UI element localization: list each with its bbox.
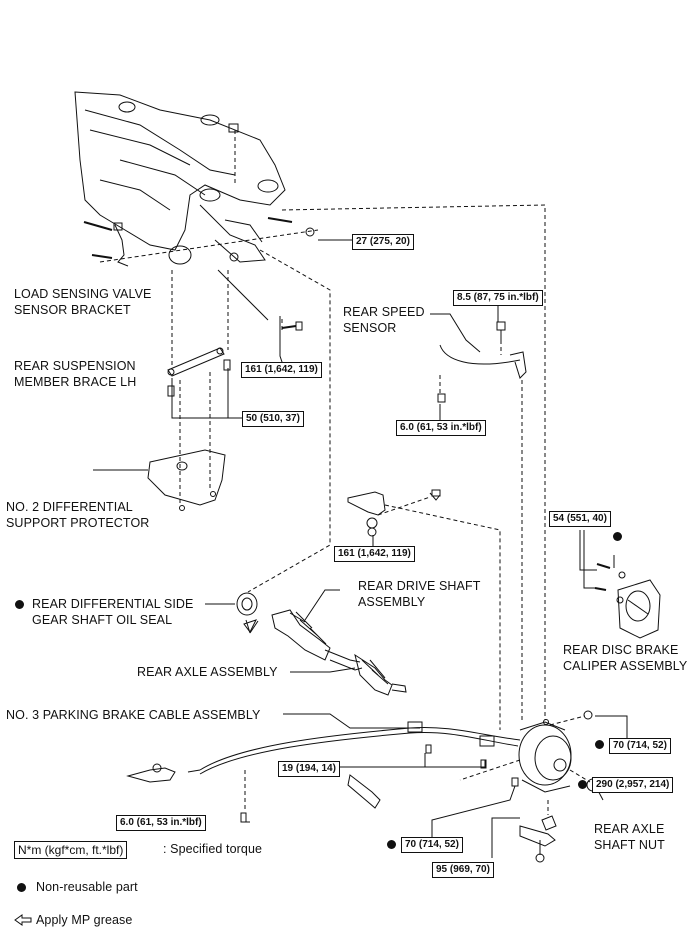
torque-161-upper: 161 (1,642, 119) (241, 362, 322, 378)
grease-arrow-icon (245, 619, 259, 634)
member-brace-drawing (167, 347, 231, 397)
torque-290: 290 (2,957, 214) (592, 777, 674, 793)
torque-70-upper: 70 (714, 52) (609, 738, 671, 754)
legend-torque-box: N*m (kgf*cm, ft.*lbf) (14, 841, 128, 859)
nonreusable-dot-icon (613, 532, 622, 541)
torque-6-0-cable: 6.0 (61, 53 in.*lbf) (116, 815, 206, 831)
legend-grease-text: Apply MP grease (36, 913, 133, 927)
oil-seal-drawing (236, 592, 258, 633)
torque-95: 95 (969, 70) (432, 862, 494, 878)
legend-nonreusable-text: Non-reusable part (36, 880, 138, 894)
legend-grease-icon (14, 914, 32, 926)
suspension-member-drawing (74, 91, 286, 265)
torque-54: 54 (551, 40) (549, 511, 611, 527)
brake-caliper-drawing (594, 563, 661, 639)
label-diff-protector: NO. 2 DIFFERENTIAL SUPPORT PROTECTOR (6, 500, 150, 530)
label-parking-cable: NO. 3 PARKING BRAKE CABLE ASSEMBLY (6, 708, 261, 722)
nonreusable-dot-icon (578, 780, 587, 789)
label-drive-shaft: REAR DRIVE SHAFT ASSEMBLY (358, 579, 481, 609)
nonreusable-dot-icon (15, 600, 24, 609)
label-axle-nut: REAR AXLE SHAFT NUT (594, 822, 665, 852)
torque-8-5: 8.5 (87, 75 in.*lbf) (453, 290, 543, 306)
speed-sensor-drawing (437, 321, 527, 403)
torque-19: 19 (194, 14) (278, 761, 340, 777)
label-brake-caliper: REAR DISC BRAKE CALIPER ASSEMBLY (563, 643, 688, 673)
label-member-brace: REAR SUSPENSION MEMBER BRACE LH (14, 359, 137, 389)
label-load-sensing: LOAD SENSING VALVE SENSOR BRACKET (14, 287, 152, 317)
nonreusable-dot-icon (595, 740, 604, 749)
label-axle-assembly: REAR AXLE ASSEMBLY (137, 665, 278, 679)
torque-6-0-sensor: 6.0 (61, 53 in.*lbf) (396, 420, 486, 436)
load-sensing-bracket-drawing (83, 221, 129, 267)
leader-lines (93, 239, 628, 858)
mid-bracket-drawing (347, 489, 441, 537)
torque-50: 50 (510, 37) (242, 411, 304, 427)
legend-nonreusable-icon (17, 883, 26, 892)
torque-70-lower: 70 (714, 52) (401, 837, 463, 853)
legend-torque-desc: : Specified torque (163, 842, 263, 856)
axle-hub-drawing (511, 710, 600, 793)
torque-161-lower: 161 (1,642, 119) (334, 546, 415, 562)
nonreusable-dot-icon (387, 840, 396, 849)
label-rear-speed-sensor: REAR SPEED SENSOR (343, 305, 425, 335)
drive-shaft-drawing (271, 609, 407, 696)
label-oil-seal: REAR DIFFERENTIAL SIDE GEAR SHAFT OIL SE… (32, 597, 194, 627)
torque-27: 27 (275, 20) (352, 234, 414, 250)
diff-protector-drawing (147, 449, 226, 511)
lower-link-drawing (347, 774, 557, 863)
parking-cable-drawing (126, 721, 521, 823)
